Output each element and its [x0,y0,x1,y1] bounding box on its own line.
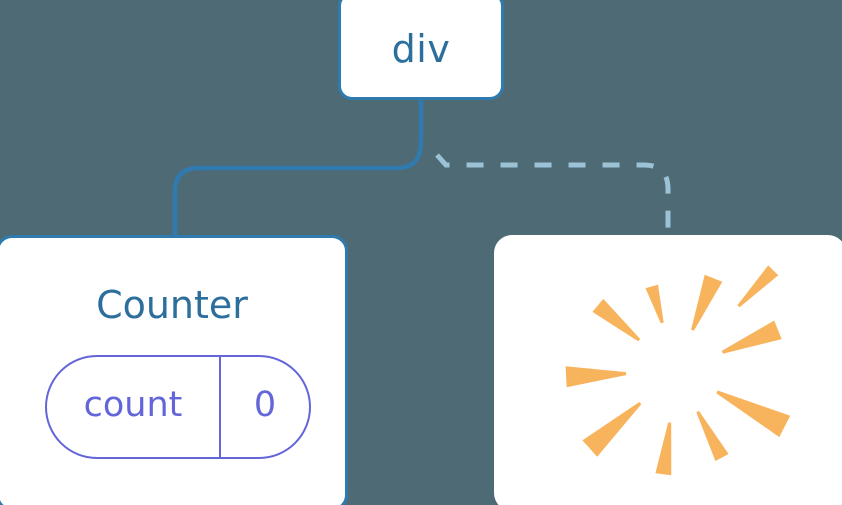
sparkle-ray-10 [737,265,779,308]
sparkle-ray-5 [582,402,642,457]
node-sparkle[interactable] [494,235,842,505]
node-div[interactable]: div [338,0,504,100]
node-counter-label: Counter [96,283,248,327]
sparkle-ray-4 [565,366,627,388]
sparkle-ray-7 [696,410,729,461]
node-div-label: div [391,27,451,71]
sparkle-ray-9 [721,320,782,354]
state-value-label: 0 [253,385,277,425]
sparkle-ray-2 [645,284,664,324]
sparkle-ray-1 [691,274,723,331]
state-pill-count[interactable]: count 0 [45,355,311,459]
sparkle-burst-icon [565,265,791,476]
sparkle-ray-3 [592,298,641,342]
sparkle-ray-8 [716,390,791,438]
edge-div-sparkle [435,153,671,237]
sparkle-ray-6 [655,422,672,476]
node-counter[interactable]: Counter count 0 [0,235,348,505]
state-key-label: count [47,357,221,457]
edge-div-counter [172,97,424,240]
